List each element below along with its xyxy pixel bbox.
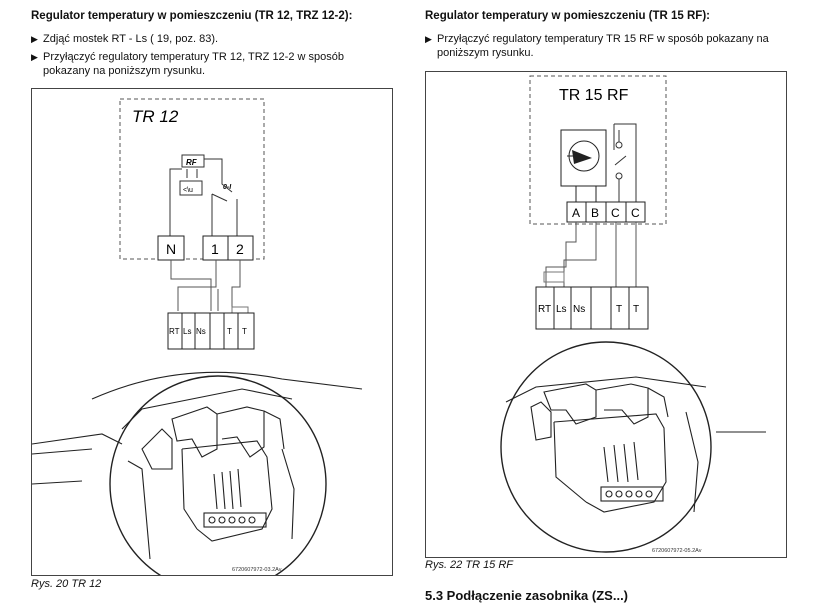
strip-label: T bbox=[227, 327, 232, 336]
tr12-wiring-diagram: TR 12 RF <\u 0-I N 1 2 RT Ls bbox=[32, 98, 363, 575]
tr15rf-wiring-diagram: TR 15 RF A B C C bbox=[500, 75, 766, 554]
left-bullet-1: ▶ Zdjąć mostek RT - Ls ( 19, poz. 83). bbox=[31, 33, 219, 45]
terminal-label: N bbox=[166, 241, 176, 257]
terminal-label: B bbox=[591, 206, 599, 220]
strip-label: Ns bbox=[573, 304, 585, 315]
figure-code: 6720607972-03.2Av bbox=[232, 567, 282, 573]
strip-label: Ns bbox=[196, 327, 206, 336]
tr15rf-dashed-outline bbox=[529, 75, 667, 225]
figure-tr15rf: TR 15 RF A B C C bbox=[425, 71, 787, 558]
left-heading: Regulator temperatury w pomieszczeniu (T… bbox=[31, 10, 353, 22]
terminal-label: 1 bbox=[211, 241, 219, 257]
appliance-detail-illustration bbox=[32, 371, 363, 575]
terminal-label: C bbox=[611, 206, 620, 220]
switch-label: 0-I bbox=[223, 184, 232, 191]
terminal-N bbox=[157, 235, 185, 261]
terminal-label: 2 bbox=[236, 241, 244, 257]
strip-label: T bbox=[633, 304, 639, 315]
left-bullet-2: ▶ Przyłączyć regulatory temperatury TR 1… bbox=[31, 51, 344, 77]
strip-label: T bbox=[242, 327, 247, 336]
strip-label: T bbox=[616, 304, 622, 315]
strip-label: RT bbox=[538, 304, 551, 315]
appliance-detail-illustration bbox=[500, 341, 766, 553]
sensor-box bbox=[179, 180, 203, 196]
tr12-device-label: TR 12 bbox=[132, 107, 179, 126]
figure-tr12: TR 12 RF <\u 0-I N 1 2 RT Ls bbox=[31, 88, 393, 576]
strip-label: RT bbox=[169, 327, 180, 336]
strip-label: Ls bbox=[556, 304, 567, 315]
terminal-label: C bbox=[631, 206, 640, 220]
next-section-heading: 5.3 Podłączenie zasobnika (ZS...) bbox=[425, 588, 629, 603]
right-caption: Rys. 22 TR 15 RF bbox=[425, 559, 514, 571]
strip-label: Ls bbox=[183, 327, 191, 336]
terminal-strip bbox=[535, 286, 649, 330]
left-caption: Rys. 20 TR 12 bbox=[31, 578, 102, 590]
right-bullet-1: ▶ Przyłączyć regulatory temperatury TR 1… bbox=[425, 33, 769, 59]
right-heading: Regulator temperatury w pomieszczeniu (T… bbox=[425, 10, 710, 22]
rf-label: RF bbox=[186, 158, 198, 167]
bullet-arrow-icon: ▶ bbox=[425, 34, 432, 44]
bullet-arrow-icon: ▶ bbox=[31, 52, 38, 62]
svg-text:<\u: <\u bbox=[183, 187, 193, 194]
tr15rf-device-label: TR 15 RF bbox=[559, 87, 629, 104]
terminal-label: A bbox=[572, 206, 580, 220]
tr12-dashed-outline bbox=[119, 98, 265, 260]
bullet-arrow-icon: ▶ bbox=[31, 34, 38, 44]
rf-box bbox=[181, 154, 205, 168]
figure-code: 6720607972-05.2Av bbox=[652, 548, 702, 554]
